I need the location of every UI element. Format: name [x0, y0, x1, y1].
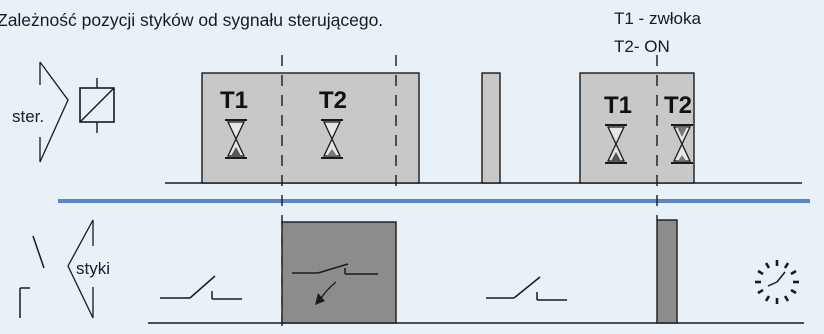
contacts-bracket [67, 219, 94, 319]
relay-coil-icon [79, 78, 115, 133]
timer-t1-label: T1 [220, 87, 249, 114]
timer-t2-label: T2 [664, 92, 693, 119]
contact-switch-icon [19, 235, 45, 318]
clock-icon [755, 260, 799, 304]
contact-switch-icon [292, 263, 378, 305]
control-pulse-2 [481, 72, 501, 184]
legend-t2: T2- ON [614, 37, 670, 56]
hourglass-icon [225, 119, 247, 159]
timer-t1-label: T1 [604, 92, 633, 119]
hourglass-icon [605, 124, 627, 164]
contact-switch-icon [160, 275, 242, 300]
contact-pulse-2 [656, 219, 678, 324]
legend-t1: T1 - zwłoka [614, 9, 701, 28]
control-signal-label: ster. [12, 107, 45, 126]
control-bracket [39, 61, 69, 163]
hourglass-icon [671, 124, 693, 164]
timer-t2-label: T2 [319, 87, 348, 114]
diagram-title: Zależność pozycji styków od sygnału ster… [0, 10, 384, 30]
hourglass-icon [321, 119, 343, 159]
contacts-label: styki [76, 259, 110, 278]
contact-switch-icon [486, 276, 567, 301]
